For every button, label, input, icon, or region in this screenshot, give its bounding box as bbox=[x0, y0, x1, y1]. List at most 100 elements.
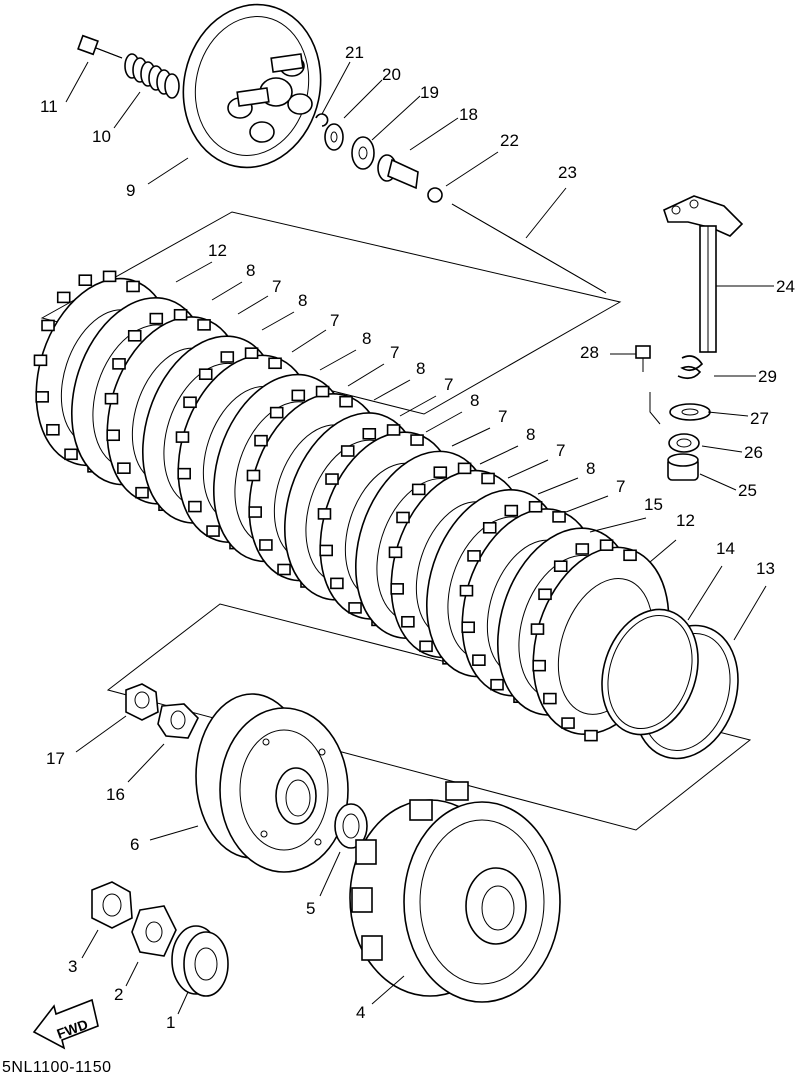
callout-c23: 23 bbox=[558, 163, 577, 182]
leader-line-c14 bbox=[687, 565, 723, 621]
leader-line-c12a bbox=[175, 261, 213, 283]
callout-c7d: 7 bbox=[444, 375, 453, 394]
callout-c27: 27 bbox=[750, 409, 769, 428]
callout-c8f: 8 bbox=[526, 425, 535, 444]
thrust-washer bbox=[334, 803, 368, 849]
callout-c8c: 8 bbox=[362, 329, 371, 348]
leader-line-c18 bbox=[409, 117, 459, 151]
leader-line-c2 bbox=[125, 961, 139, 987]
callout-c7a: 7 bbox=[272, 277, 281, 296]
leader-line-c8d bbox=[373, 379, 411, 401]
hub-nut-and-washer bbox=[125, 683, 199, 739]
leader-line-c8f bbox=[479, 445, 519, 465]
leader-line-c9 bbox=[147, 157, 189, 185]
leader-line-c8b bbox=[261, 311, 295, 331]
fwd-arrow-icon: FWD bbox=[32, 998, 99, 1050]
callout-c8a: 8 bbox=[246, 261, 255, 280]
callout-c8g: 8 bbox=[586, 459, 595, 478]
callout-c6: 6 bbox=[130, 835, 139, 854]
callout-c24: 24 bbox=[776, 277, 795, 296]
lever-small-parts bbox=[635, 345, 711, 481]
callout-c7e: 7 bbox=[498, 407, 507, 426]
leader-line-c15 bbox=[589, 517, 647, 533]
leader-line-c7d bbox=[399, 395, 437, 417]
callout-c4: 4 bbox=[356, 1003, 365, 1022]
leader-line-c8a bbox=[211, 281, 243, 301]
callout-c1: 1 bbox=[166, 1013, 175, 1032]
leader-line-c10 bbox=[113, 91, 141, 129]
callout-c2: 2 bbox=[114, 985, 123, 1004]
callout-c21: 21 bbox=[345, 43, 364, 62]
callout-c8b: 8 bbox=[298, 291, 307, 310]
diagram-code: 5NL1100-1150 bbox=[2, 1059, 112, 1076]
leader-line-c7c bbox=[347, 363, 385, 387]
leader-line-c5 bbox=[319, 851, 341, 897]
callout-c17: 17 bbox=[46, 749, 65, 768]
leader-line-c22 bbox=[445, 151, 499, 187]
callout-c7f: 7 bbox=[556, 441, 565, 460]
callout-c25: 25 bbox=[738, 481, 757, 500]
clutch-housing bbox=[349, 781, 561, 1003]
leader-line-c1 bbox=[177, 991, 189, 1015]
leader-line-c17 bbox=[75, 715, 127, 753]
callout-leaders bbox=[65, 61, 774, 1015]
callout-c8d: 8 bbox=[416, 359, 425, 378]
leader-line-c7e bbox=[451, 427, 491, 447]
leader-line-c8e bbox=[425, 411, 463, 433]
callout-c15: 15 bbox=[644, 495, 663, 514]
leader-line-c16 bbox=[127, 743, 165, 783]
clutch-boss bbox=[195, 693, 349, 873]
callout-c14: 14 bbox=[716, 539, 735, 558]
leader-line-c7a bbox=[237, 295, 269, 315]
leader-line-c7b bbox=[291, 329, 327, 353]
push-lever-shaft bbox=[663, 195, 744, 353]
leader-line-c13 bbox=[733, 585, 767, 641]
leader-line-c12b bbox=[649, 539, 677, 563]
leader-line-c25 bbox=[699, 473, 737, 491]
leader-line-c26 bbox=[701, 445, 743, 453]
callout-c11: 11 bbox=[40, 97, 58, 116]
leader-line-c4 bbox=[371, 975, 405, 1005]
primary-drive-parts bbox=[91, 881, 229, 997]
callout-c26: 26 bbox=[744, 443, 763, 462]
leader-line-c3 bbox=[81, 929, 99, 959]
leader-line-c8g bbox=[537, 477, 579, 495]
callout-c12a: 12 bbox=[208, 241, 227, 260]
leader-line-c7f bbox=[507, 459, 549, 479]
leader-line-c23 bbox=[525, 187, 567, 239]
callout-c18: 18 bbox=[459, 105, 478, 124]
leader-line-c27 bbox=[707, 411, 749, 417]
callout-c5: 5 bbox=[306, 899, 315, 918]
spring-bolt bbox=[77, 34, 123, 59]
leader-line-c6 bbox=[149, 825, 199, 841]
leader-line-c19 bbox=[371, 95, 421, 141]
push-rod bbox=[451, 203, 607, 294]
callout-c10: 10 bbox=[92, 127, 111, 146]
cushion-rings bbox=[601, 608, 739, 760]
callout-c12b: 12 bbox=[676, 511, 695, 530]
callout-c7b: 7 bbox=[330, 311, 339, 330]
leader-line-c11 bbox=[65, 61, 89, 103]
leader-line-c21 bbox=[321, 61, 351, 115]
callout-c28: 28 bbox=[580, 343, 599, 362]
callout-c3: 3 bbox=[68, 957, 77, 976]
leader-line-c20 bbox=[343, 79, 383, 119]
callout-c20: 20 bbox=[382, 65, 401, 84]
callout-c22: 22 bbox=[500, 131, 519, 150]
callout-c13: 13 bbox=[756, 559, 775, 578]
clutch-plate-stack bbox=[33, 270, 670, 742]
push-rod-parts bbox=[315, 113, 443, 203]
callout-labels: 1234567777777888888891011121213141516171… bbox=[40, 43, 795, 1032]
callout-c7c: 7 bbox=[390, 343, 399, 362]
callout-c9: 9 bbox=[126, 181, 135, 200]
leader-line-c7g bbox=[565, 495, 609, 513]
callout-c29: 29 bbox=[758, 367, 777, 386]
callout-c8e: 8 bbox=[470, 391, 479, 410]
leader-line-c8c bbox=[319, 349, 357, 371]
callout-c16: 16 bbox=[106, 785, 125, 804]
callout-c7g: 7 bbox=[616, 477, 625, 496]
pressure-plate bbox=[182, 3, 322, 169]
callout-c19: 19 bbox=[420, 83, 439, 102]
clutch-spring bbox=[124, 53, 180, 99]
